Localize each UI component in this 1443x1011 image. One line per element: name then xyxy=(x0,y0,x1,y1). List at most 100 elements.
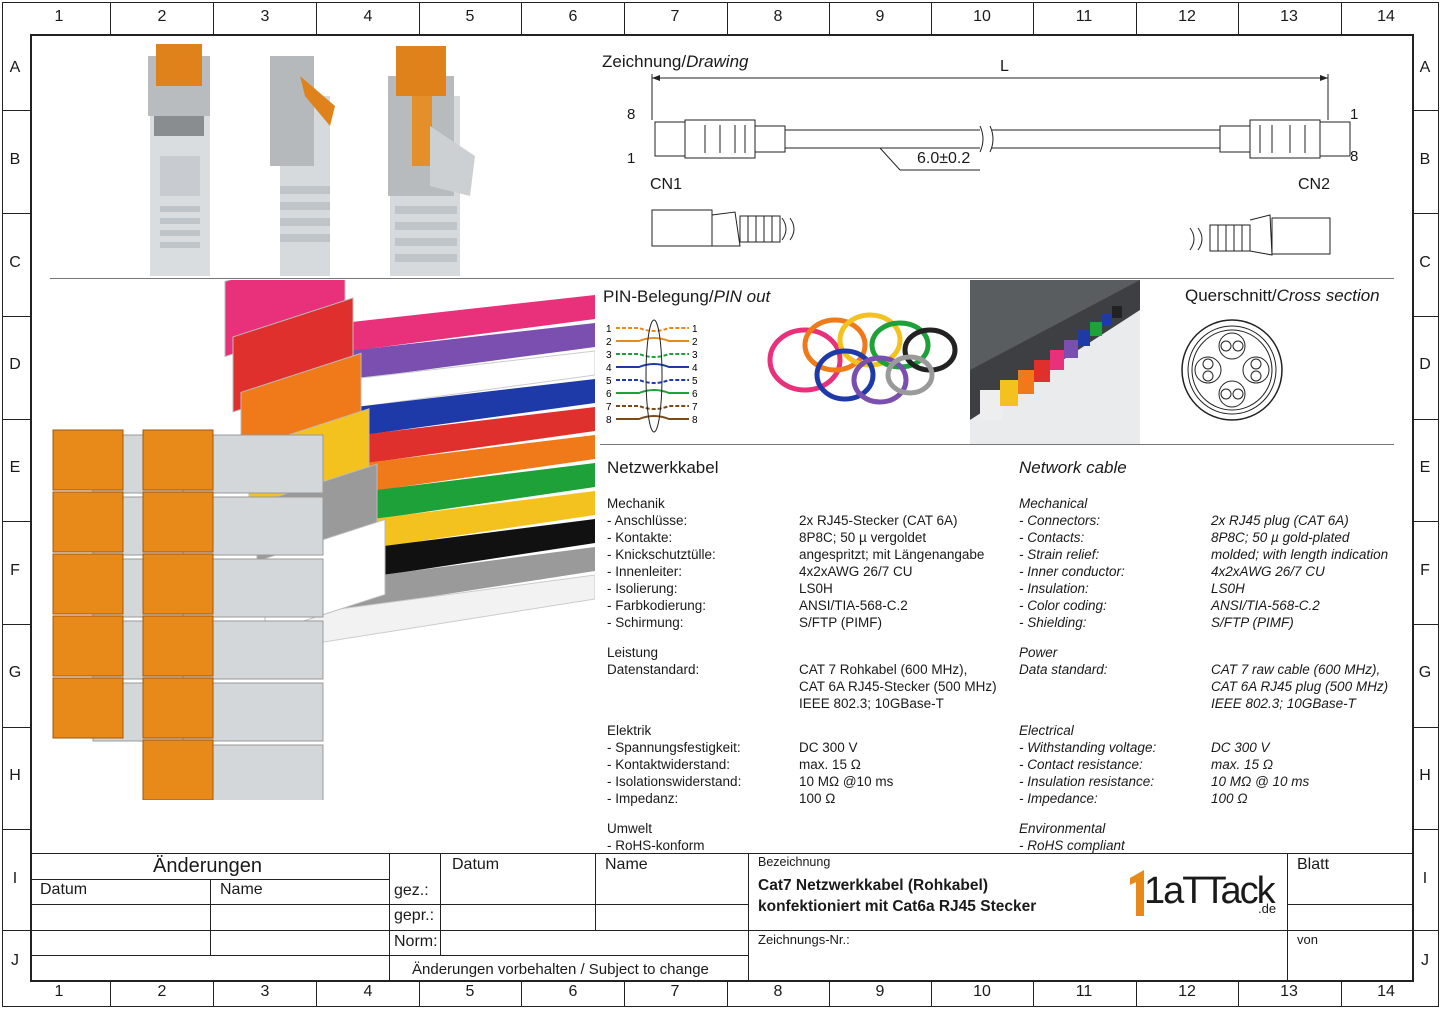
grid-col-5: 5 xyxy=(465,983,475,1000)
spec-value: 4x2xAWG 26/7 CU xyxy=(799,564,913,579)
pin-wire xyxy=(616,405,689,410)
spec-label: - RoHS-konform xyxy=(607,838,705,853)
spec-label: - Spannungsfestigkeit: xyxy=(607,740,741,755)
grid-row-A: A xyxy=(1419,59,1431,76)
pin-number: 8 xyxy=(606,415,612,426)
spec-value: ANSI/TIA-568-C.2 xyxy=(799,598,908,613)
spec-value: S/FTP (PIMF) xyxy=(1211,615,1294,630)
grid-col-13: 13 xyxy=(1280,983,1298,1000)
spec-group-heading: Mechanical xyxy=(1019,496,1088,511)
norm-label: Norm: xyxy=(394,933,438,950)
grid-col-10: 10 xyxy=(973,983,991,1000)
section-divider xyxy=(50,278,1394,279)
grid-tick xyxy=(521,982,522,1006)
subject-to-change: Änderungen vorbehalten / Subject to chan… xyxy=(412,961,709,978)
grid-tick xyxy=(2,829,30,830)
spec-group-heading: Elektrik xyxy=(607,723,652,738)
specs-en-title: Network cable xyxy=(1019,458,1127,477)
plug-orange-insert xyxy=(52,491,124,553)
pin-number: 6 xyxy=(692,389,698,400)
grid-tick xyxy=(2,419,30,420)
grid-tick xyxy=(2,213,30,214)
spec-value: ANSI/TIA-568-C.2 xyxy=(1211,598,1320,613)
spec-value: 2x RJ45-Stecker (CAT 6A) xyxy=(799,513,958,528)
grid-tick xyxy=(727,3,728,34)
grid-col-5: 5 xyxy=(465,8,475,25)
pin-number: 2 xyxy=(692,337,698,348)
gepr-label: gepr.: xyxy=(394,907,435,924)
grid-row-D: D xyxy=(9,356,21,373)
grid-tick xyxy=(931,982,932,1006)
grid-col-4: 4 xyxy=(363,983,373,1000)
pin-wire xyxy=(616,337,689,342)
datum-header: Datum xyxy=(452,856,500,873)
spec-value: CAT 6A RJ45-Stecker (500 MHz) xyxy=(799,679,997,694)
plug-orange-insert xyxy=(142,677,214,739)
grid-row-H: H xyxy=(1419,767,1431,784)
spec-label: - Inner conductor: xyxy=(1019,564,1125,579)
spec-label: - Contact resistance: xyxy=(1019,757,1143,772)
spec-label: - Insulation: xyxy=(1019,581,1089,596)
name-header: Name xyxy=(605,856,648,873)
grid-row-E: E xyxy=(1419,459,1431,476)
grid-tick xyxy=(2,316,30,317)
pin-number: 2 xyxy=(606,337,612,348)
tb-top-line xyxy=(30,853,1414,854)
grid-col-6: 6 xyxy=(568,983,578,1000)
pin-wire xyxy=(616,415,689,420)
grid-tick xyxy=(2,930,30,931)
grid-col-12: 12 xyxy=(1178,8,1196,25)
grid-col-3: 3 xyxy=(260,8,270,25)
spec-value: 100 Ω xyxy=(1211,791,1248,806)
spec-value: 100 Ω xyxy=(799,791,836,806)
pin-wire xyxy=(616,389,689,394)
spec-label: - Color coding: xyxy=(1019,598,1107,613)
pin-number: 8 xyxy=(692,415,698,426)
pin-8-right: 8 xyxy=(1350,148,1359,165)
grid-row-J: J xyxy=(1421,952,1429,969)
pin-1-left: 1 xyxy=(627,150,636,167)
spec-label: - Farbkodierung: xyxy=(607,598,707,613)
grid-tick xyxy=(1238,3,1239,34)
cn1-label: CN1 xyxy=(650,176,683,193)
plug-orange-insert xyxy=(52,615,124,677)
spec-label: - Insulation resistance: xyxy=(1019,774,1155,789)
product-title-line1: Cat7 Netzwerkkabel (Rohkabel) xyxy=(758,877,988,894)
spec-label: - Withstanding voltage: xyxy=(1019,740,1157,755)
spec-label: - Connectors: xyxy=(1019,513,1101,528)
grid-tick xyxy=(829,982,830,1006)
plug-front xyxy=(148,44,210,276)
spec-label: - Impedanz: xyxy=(607,791,679,806)
brand-logo: 1aTTack .de xyxy=(1126,868,1276,920)
grid-row-A: A xyxy=(9,59,21,76)
grid-tick xyxy=(213,3,214,34)
spec-group-heading: Leistung xyxy=(607,645,659,660)
grid-tick xyxy=(624,3,625,34)
spec-group-heading: Environmental xyxy=(1019,821,1106,836)
pin-number: 3 xyxy=(606,350,612,361)
shield-outline xyxy=(645,319,663,433)
drawing-frame-inner xyxy=(30,34,1414,982)
pin-1-right: 1 xyxy=(1350,106,1359,123)
spec-label: - Contacts: xyxy=(1019,530,1085,545)
grid-tick xyxy=(316,3,317,34)
spec-value: 10 MΩ @ 10 ms xyxy=(1211,774,1310,789)
grid-tick xyxy=(1341,982,1342,1006)
spec-label: Data standard: xyxy=(1019,662,1108,677)
spec-label: - Kontakte: xyxy=(607,530,673,545)
pinout-title: PIN-Belegung/PIN out xyxy=(603,287,771,306)
spec-value: CAT 6A RJ45 plug (500 MHz) xyxy=(1211,679,1389,694)
pin-8-left: 8 xyxy=(627,106,636,123)
pin-number: 5 xyxy=(606,376,612,387)
grid-tick xyxy=(2,727,30,728)
grid-tick xyxy=(1414,829,1439,830)
grid-row-G: G xyxy=(1418,664,1432,681)
grid-col-9: 9 xyxy=(875,8,885,25)
product-title-line2: konfektioniert mit Cat6a RJ45 Stecker xyxy=(758,898,1037,915)
grid-col-13: 13 xyxy=(1280,8,1298,25)
spec-group-heading: Electrical xyxy=(1019,723,1074,738)
grid-row-B: B xyxy=(1419,151,1431,168)
plug-orange-insert xyxy=(142,615,214,677)
